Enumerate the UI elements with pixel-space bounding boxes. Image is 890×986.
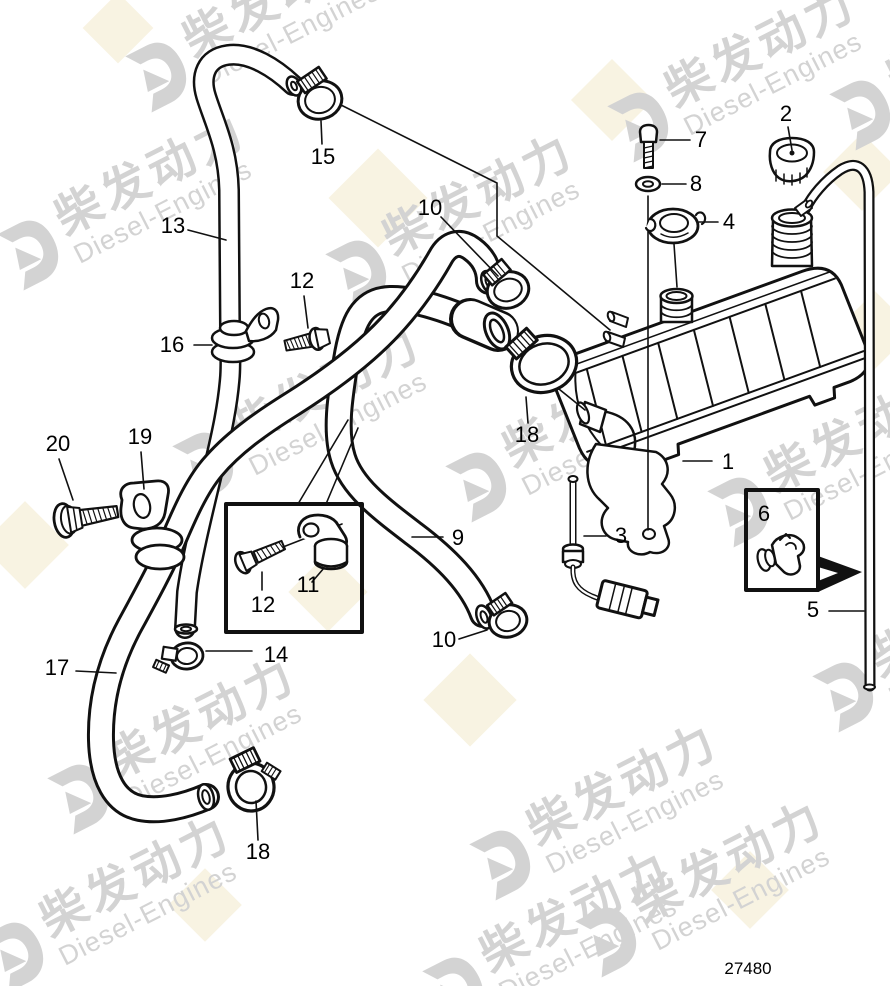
bolt-12-upper bbox=[283, 326, 331, 352]
grommet-19-rings bbox=[130, 526, 186, 571]
leader-10-upper bbox=[440, 216, 499, 277]
filler-cap bbox=[644, 207, 707, 245]
callout-15: 15 bbox=[311, 144, 335, 169]
diesel-engines-logo-icon bbox=[805, 649, 888, 738]
clamp-18-upper bbox=[504, 326, 579, 395]
diesel-engines-logo-icon bbox=[700, 464, 783, 553]
tank-nipple-upper bbox=[606, 310, 629, 328]
leader-17 bbox=[75, 670, 117, 674]
callout-18a: 18 bbox=[515, 422, 539, 447]
callout-8: 8 bbox=[690, 171, 702, 196]
diesel-engines-logo-icon bbox=[40, 751, 123, 840]
diesel-engines-logo-icon bbox=[822, 67, 890, 156]
leader-15 bbox=[320, 120, 323, 145]
callout-16: 16 bbox=[160, 332, 184, 357]
callout-19: 19 bbox=[128, 424, 152, 449]
bracket-19 bbox=[119, 479, 170, 531]
leader-18-lower bbox=[255, 800, 259, 841]
tank-nipple-lower bbox=[602, 330, 626, 348]
callout-6: 6 bbox=[758, 501, 770, 526]
clamp-15 bbox=[295, 65, 344, 121]
filler-neck bbox=[770, 208, 814, 268]
hose-13-bottom-end bbox=[173, 623, 199, 635]
leader-13 bbox=[187, 229, 227, 241]
callout-10a: 10 bbox=[418, 195, 442, 220]
callout-9: 9 bbox=[452, 525, 464, 550]
diesel-engines-logo-icon bbox=[415, 944, 498, 986]
callout-13: 13 bbox=[161, 213, 185, 238]
leader-15-to-tank bbox=[336, 102, 611, 331]
box-6-arrow bbox=[818, 556, 862, 592]
detail-box-6 bbox=[744, 488, 862, 592]
clamp-14 bbox=[152, 641, 205, 674]
callout-12a: 12 bbox=[290, 268, 314, 293]
callout-2: 2 bbox=[780, 101, 792, 126]
cap-4-axis bbox=[673, 243, 678, 288]
threaded-neck bbox=[659, 287, 694, 324]
callout-20: 20 bbox=[46, 431, 70, 456]
overflow-nipple bbox=[794, 199, 814, 217]
tank-hose-port bbox=[575, 400, 608, 434]
bolt-12-inset bbox=[233, 539, 287, 575]
callout-10b: 10 bbox=[432, 627, 456, 652]
drawing-number: 27480 bbox=[724, 959, 771, 978]
leader-10-lower bbox=[458, 629, 488, 640]
pressure-cap bbox=[768, 136, 816, 186]
leader-18-upper bbox=[525, 396, 529, 424]
leader-2 bbox=[787, 126, 793, 151]
hose-5-end bbox=[863, 683, 876, 691]
hose-17 bbox=[86, 230, 503, 824]
clip-6 bbox=[756, 533, 806, 576]
hose-9-top-end bbox=[482, 311, 512, 351]
clamp-11 bbox=[297, 513, 349, 571]
tank-mounting-bracket bbox=[586, 442, 677, 556]
bolt-7 bbox=[638, 123, 659, 169]
callout-4: 4 bbox=[723, 209, 735, 234]
detail-box-11-12 bbox=[224, 419, 364, 634]
diesel-engines-logo-icon bbox=[462, 817, 545, 906]
callout-5: 5 bbox=[807, 597, 819, 622]
callout-11: 11 bbox=[297, 572, 320, 597]
diesel-engines-logo-icon bbox=[438, 439, 521, 528]
diesel-engines-logo-icon bbox=[118, 29, 201, 118]
clamp-10-upper bbox=[481, 257, 531, 310]
diesel-engines-logo-icon bbox=[0, 909, 58, 986]
hose-17-bottom-end bbox=[196, 783, 216, 811]
callout-1: 1 bbox=[722, 449, 734, 474]
clamp-18-lower bbox=[226, 746, 282, 813]
sensor-3 bbox=[561, 475, 660, 620]
callout-7: 7 bbox=[695, 127, 707, 152]
callout-12b: 12 bbox=[251, 592, 275, 617]
leader-19 bbox=[140, 451, 145, 490]
bolt-20 bbox=[52, 502, 120, 539]
callout-18b: 18 bbox=[246, 839, 270, 864]
leader-20 bbox=[58, 458, 74, 501]
callout-17: 17 bbox=[45, 655, 69, 680]
diesel-engines-logo-icon bbox=[0, 207, 73, 296]
leader-12-upper bbox=[303, 295, 309, 329]
grommet-16 bbox=[210, 306, 280, 364]
diesel-engines-logo-icon bbox=[568, 894, 651, 983]
clamp-10-lower bbox=[485, 591, 529, 639]
callout-3: 3 bbox=[615, 523, 627, 548]
callout-14: 14 bbox=[264, 642, 288, 667]
washer-8 bbox=[634, 175, 662, 193]
